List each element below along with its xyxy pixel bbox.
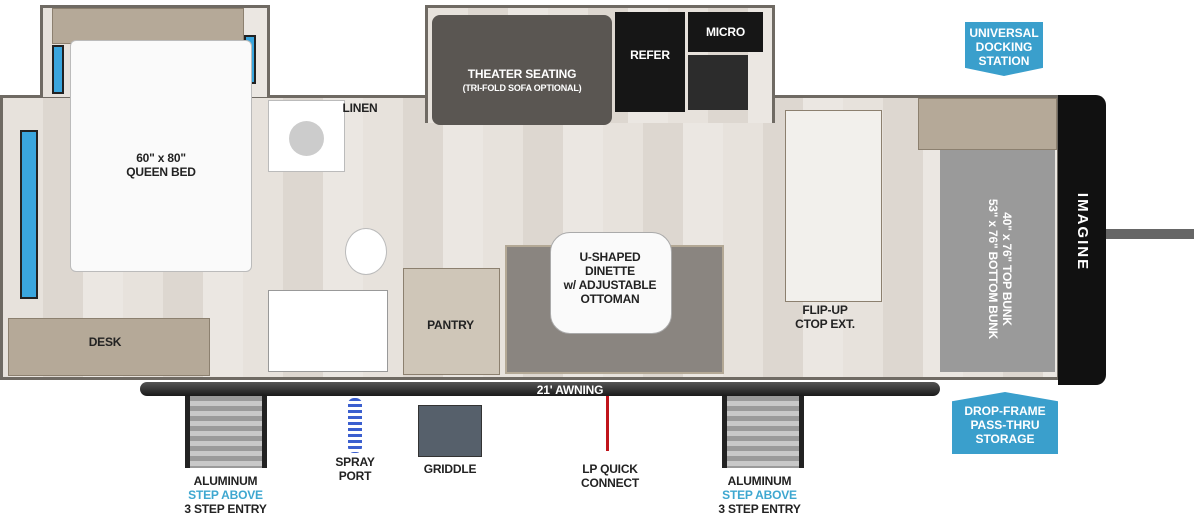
- bed-label: QUEEN BED: [126, 165, 196, 179]
- refrigerator: [615, 12, 685, 112]
- lp-label: LP QUICK: [582, 462, 638, 476]
- theater-sub-label: (TRI-FOLD SOFA OPTIONAL): [462, 83, 582, 93]
- lp-label-2: CONNECT: [581, 476, 639, 490]
- bathroom-sink: [268, 100, 345, 172]
- awning-label: 21' AWNING: [536, 383, 604, 397]
- flipup-label: FLIP-UP: [802, 303, 848, 317]
- flipup-sub-label: CTOP EXT.: [795, 317, 855, 331]
- step-label-3: 3 STEP ENTRY: [184, 502, 267, 516]
- theater-seating: [432, 15, 612, 125]
- front-cap: [1058, 95, 1106, 385]
- queen-bed: 60" x 80"QUEEN BED: [70, 40, 252, 272]
- spray-port-label: SPRAY: [335, 455, 375, 469]
- bottom-bunk-label: 53" x 76" BOTTOM BUNK: [986, 198, 1000, 340]
- microwave: [688, 12, 763, 52]
- linen-label: LINEN: [342, 101, 378, 115]
- griddle: [418, 405, 482, 457]
- dinette-label-3: w/ ADJUSTABLE: [563, 278, 657, 292]
- step-label-accent: STEP ABOVE: [722, 488, 797, 502]
- bunk-cabinet: [918, 98, 1057, 150]
- lp-line: [606, 396, 609, 451]
- bed-size-label: 60" x 80": [136, 151, 186, 165]
- top-bunk-label: 40" x 76" TOP BUNK: [1000, 212, 1014, 326]
- headboard: [52, 8, 244, 44]
- dinette-label-4: OTTOMAN: [580, 292, 640, 306]
- cooktop: [688, 55, 748, 110]
- micro-label: MICRO: [706, 25, 745, 39]
- window: [52, 45, 64, 94]
- kitchen-counter: [785, 110, 882, 302]
- step-label: ALUMINUM: [727, 474, 792, 488]
- theater-label: THEATER SEATING: [467, 67, 577, 81]
- pantry: [403, 268, 500, 375]
- refer-label: REFER: [630, 48, 670, 62]
- dinette-table: [550, 232, 672, 334]
- dinette-label-2: DINETTE: [585, 264, 635, 278]
- callout-text: PASS-THRU: [970, 418, 1040, 432]
- callout-text: DROP-FRAME: [964, 404, 1046, 418]
- window: [20, 130, 38, 299]
- step-label: ALUMINUM: [193, 474, 258, 488]
- toilet: [345, 228, 387, 275]
- shower: [268, 290, 388, 372]
- awning: [140, 382, 940, 396]
- desk-cabinet: [8, 318, 210, 376]
- dinette-label: U-SHAPED: [579, 250, 641, 264]
- hitch: [1106, 229, 1194, 239]
- entry-step: [185, 396, 267, 468]
- step-label-accent: STEP ABOVE: [188, 488, 263, 502]
- spray-port-hose: [348, 398, 362, 453]
- spray-port-label-2: PORT: [338, 469, 372, 483]
- pantry-label: PANTRY: [427, 318, 474, 332]
- callout-text: DOCKING: [975, 40, 1033, 54]
- bunk-beds: [940, 150, 1055, 372]
- griddle-label: GRIDDLE: [423, 462, 477, 476]
- brand-logo: IMAGINE: [1074, 192, 1091, 272]
- callout-text: STORAGE: [975, 432, 1035, 446]
- entry-step: [722, 396, 804, 468]
- step-label-3: 3 STEP ENTRY: [718, 502, 801, 516]
- callout-text: STATION: [978, 54, 1030, 68]
- desk-label: DESK: [88, 335, 122, 349]
- callout-text: UNIVERSAL: [969, 26, 1039, 40]
